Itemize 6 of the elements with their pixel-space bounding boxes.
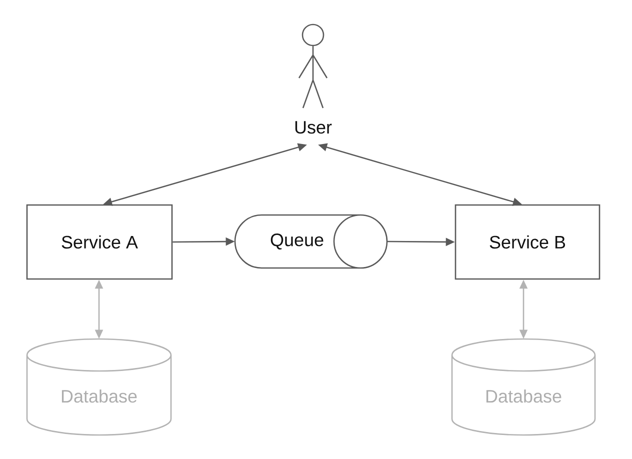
person-label: User	[295, 121, 332, 134]
service-box: Service A	[26, 204, 173, 280]
service-box: Service B	[454, 204, 600, 280]
queue-cylinder: Queue	[234, 214, 388, 269]
database-cylinder: Database	[451, 338, 596, 436]
database-cylinder: Database	[26, 338, 172, 436]
